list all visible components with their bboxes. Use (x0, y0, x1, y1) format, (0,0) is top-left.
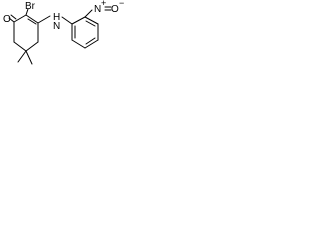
atom-amine-h: H (53, 12, 60, 23)
bond-ar-2-double (85, 20, 96, 27)
bond-c2-c3 (25, 14, 39, 24)
bond-c4-c5 (25, 41, 39, 52)
bond-c-br (25, 8, 29, 16)
atom-bromine: Br (25, 1, 36, 12)
bond-n-aryl (61, 16, 73, 25)
bond-c5-c6 (13, 41, 27, 52)
bond-ar-1 (71, 16, 86, 25)
atom-nitro-minus: − (119, 0, 124, 8)
atom-oxygen-ketone: O (3, 14, 11, 25)
cyclohexenone-ring (8, 8, 51, 65)
bond-c-n (37, 15, 51, 24)
bond-carbonyl-double (10, 14, 17, 20)
bond-c-nitro (84, 9, 93, 18)
atom-nitro-o: O (111, 4, 119, 15)
bond-c2-c3-double (27, 18, 37, 25)
bond-carbonyl (8, 17, 15, 23)
atom-nitro-n: N (94, 4, 101, 15)
bond-methyl-2 (25, 50, 33, 65)
bond-methyl-1 (17, 50, 27, 63)
nitrophenyl-ring (61, 6, 112, 49)
bond-ar-5 (71, 39, 86, 49)
bond-ar-4 (84, 39, 99, 49)
bond-ar-4-double (85, 37, 96, 45)
atom-nitro-plus: + (101, 0, 106, 8)
bond-c1-c2 (13, 14, 27, 23)
structure-diagram: O Br H N N + O − (3, 0, 124, 65)
atom-amine-n: N (53, 21, 60, 32)
bond-ar-2 (84, 16, 99, 25)
